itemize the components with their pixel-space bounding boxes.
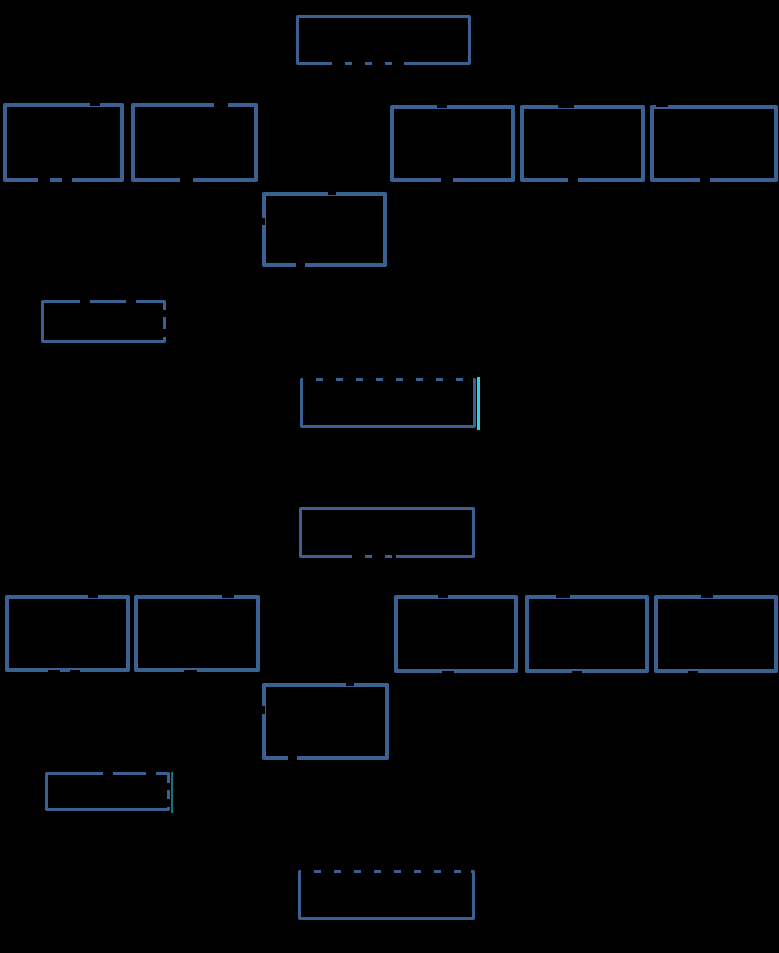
connector-mark <box>288 755 297 762</box>
connector-mark <box>126 298 136 303</box>
flowchart-box-top-banner[interactable] <box>296 15 471 65</box>
connector-mark <box>438 593 448 598</box>
connector-mark <box>441 178 453 184</box>
connector-mark <box>184 670 197 677</box>
cyan-edge-s1-wide-1 <box>477 377 480 430</box>
connector-mark <box>558 103 574 108</box>
connector-mark <box>572 671 582 677</box>
connector-mark <box>296 263 305 270</box>
flowchart-box-s1-sub-center[interactable] <box>262 192 387 267</box>
connector-mark <box>700 178 710 184</box>
connector-mark <box>80 298 90 303</box>
connector-mark <box>38 178 50 184</box>
connector-mark <box>62 178 72 184</box>
connector-mark <box>688 671 698 677</box>
connector-mark <box>656 102 668 107</box>
connector-mark <box>701 593 713 598</box>
flowchart-box-s1-right-3[interactable] <box>650 105 778 182</box>
connector-mark <box>90 100 100 106</box>
flowchart-box-s2-right-1[interactable] <box>394 595 518 673</box>
flowchart-box-s2-right-2[interactable] <box>525 595 649 673</box>
flowchart-box-s1-left-1[interactable] <box>3 103 124 182</box>
connector-mark <box>222 592 234 598</box>
connector-mark <box>568 178 578 184</box>
flowchart-box-s2-left-1[interactable] <box>5 595 130 672</box>
connector-mark <box>301 867 471 873</box>
connector-mark <box>352 553 396 559</box>
flowchart-box-s1-left-2[interactable] <box>131 103 258 182</box>
flowchart-box-s2-small-left[interactable] <box>45 772 170 811</box>
flowchart-box-s1-small-left[interactable] <box>41 300 166 343</box>
connector-mark <box>88 592 98 598</box>
connector-mark <box>164 799 172 807</box>
connector-mark <box>103 770 113 775</box>
flowchart-box-s1-wide-2[interactable] <box>299 507 475 558</box>
connector-mark <box>328 190 336 195</box>
connector-mark <box>162 329 170 337</box>
connector-mark <box>164 783 172 790</box>
connector-mark <box>259 218 265 225</box>
flowchart-box-s1-right-1[interactable] <box>390 105 515 182</box>
cyan-edge-s2-small <box>171 772 173 813</box>
connector-mark <box>214 100 228 107</box>
flowchart-box-s1-right-2[interactable] <box>520 105 645 182</box>
connector-mark <box>442 671 454 677</box>
connector-mark <box>303 375 473 381</box>
connector-mark <box>556 593 570 598</box>
connector-mark <box>180 178 193 184</box>
flowchart-box-s2-left-2[interactable] <box>134 595 260 672</box>
connector-mark <box>332 60 404 66</box>
connector-mark <box>259 706 265 714</box>
connector-mark <box>346 680 354 686</box>
connector-mark <box>162 310 170 317</box>
connector-mark <box>437 103 447 108</box>
connector-mark <box>146 770 156 775</box>
flowchart-box-s2-sub-center[interactable] <box>262 683 389 760</box>
connector-mark <box>70 670 80 677</box>
flowchart-box-s1-wide-1[interactable] <box>300 378 476 428</box>
flowchart-box-s2-right-3[interactable] <box>654 595 778 673</box>
flowchart-box-s2-wide-1[interactable] <box>298 870 475 920</box>
connector-mark <box>48 670 60 677</box>
